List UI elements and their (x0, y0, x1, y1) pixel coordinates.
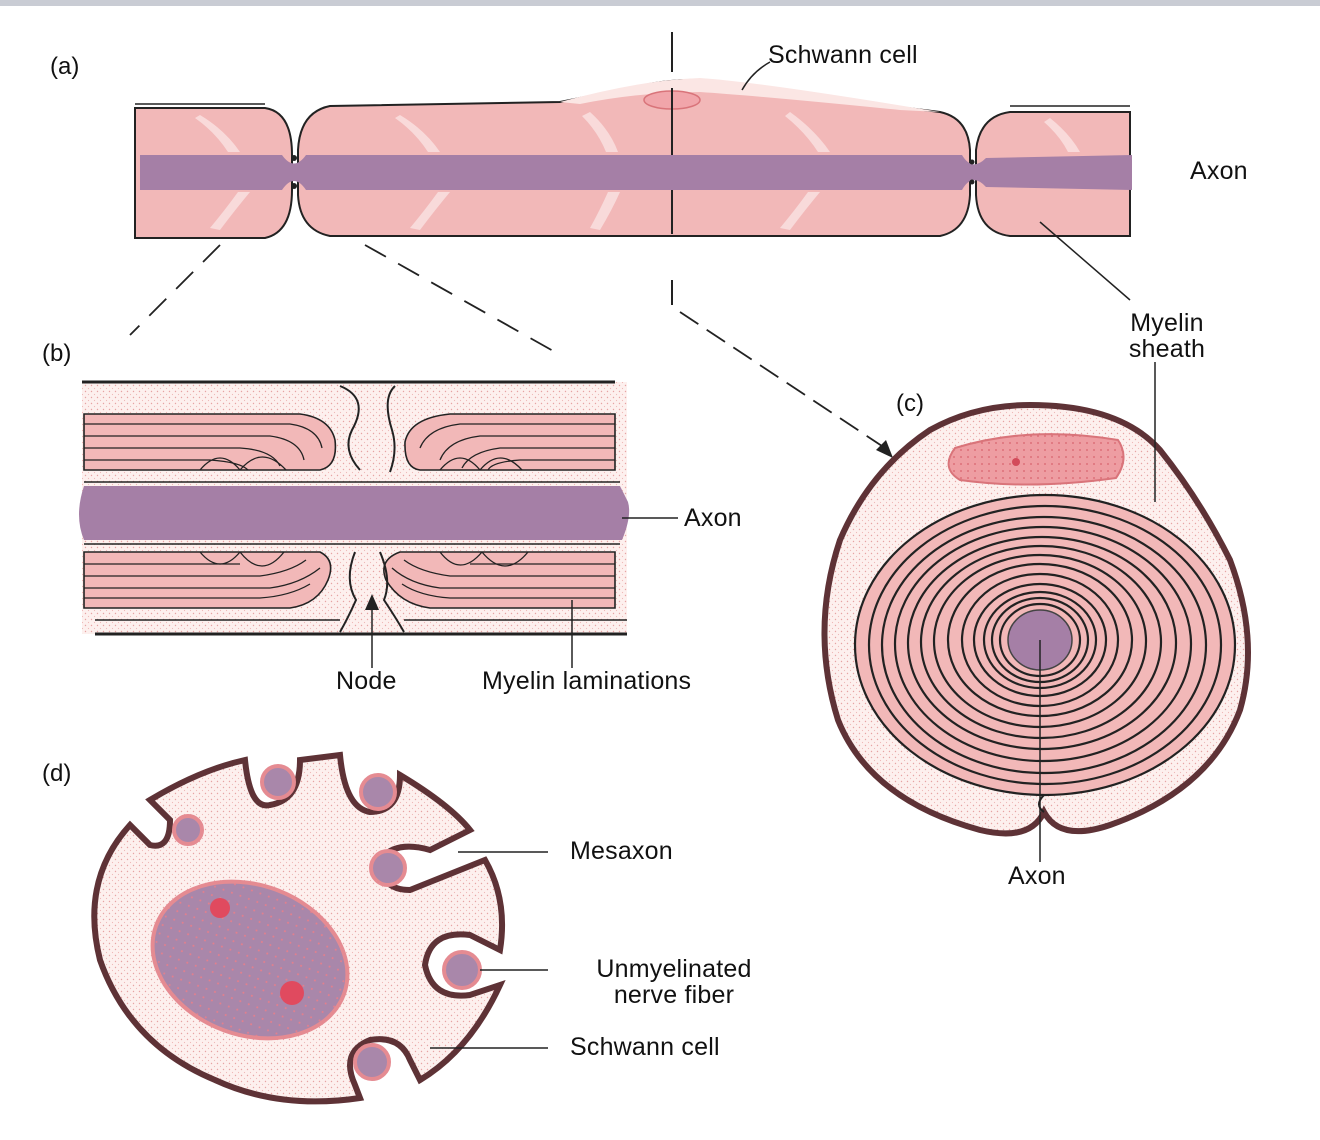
panel-b-node (79, 380, 678, 668)
panel-c-cross-section (821, 362, 1251, 862)
label-axon-c: Axon (1008, 862, 1066, 890)
label-mesaxon: Mesaxon (570, 837, 673, 865)
label-schwann-cell-d: Schwann cell (570, 1033, 720, 1061)
unmyelinated-axon (359, 773, 397, 811)
axon-band (140, 155, 1132, 190)
top-border (0, 0, 1320, 6)
label-node: Node (336, 667, 397, 695)
axon-longitudinal (79, 486, 630, 540)
unmyelinated-axon (442, 950, 482, 990)
label-unmyelinated-nerve-fiber: Unmyelinated nerve fiber (566, 956, 782, 1009)
unmyelinated-axon (353, 1043, 391, 1081)
label-myelin-sheath-line2: sheath (1128, 335, 1206, 364)
unmyelinated-axon (369, 849, 407, 887)
label-myelin-sheath: Myelin sheath (1112, 310, 1222, 363)
schwann-nucleus-cross (947, 433, 1125, 486)
unmyelinated-axon (172, 814, 204, 846)
label-schwann-cell-a: Schwann cell (768, 41, 918, 69)
label-axon-b: Axon (684, 504, 742, 532)
panel-label-d: (d) (42, 760, 72, 787)
label-axon-a: Axon (1190, 157, 1248, 185)
label-unmyelinated-line2: nerve fiber (613, 981, 735, 1010)
panel-label-c: (c) (896, 390, 924, 417)
label-myelin-laminations: Myelin laminations (482, 667, 692, 695)
panel-d-unmyelinated (91, 751, 548, 1105)
label-myelin-sheath-line1: Myelin (1130, 309, 1204, 337)
panel-label-b: (b) (42, 340, 72, 367)
label-unmyelinated-line1: Unmyelinated (596, 955, 752, 983)
unmyelinated-axon (260, 764, 296, 800)
panel-a-fiber (129, 32, 1132, 458)
panel-label-a: (a) (50, 53, 80, 80)
